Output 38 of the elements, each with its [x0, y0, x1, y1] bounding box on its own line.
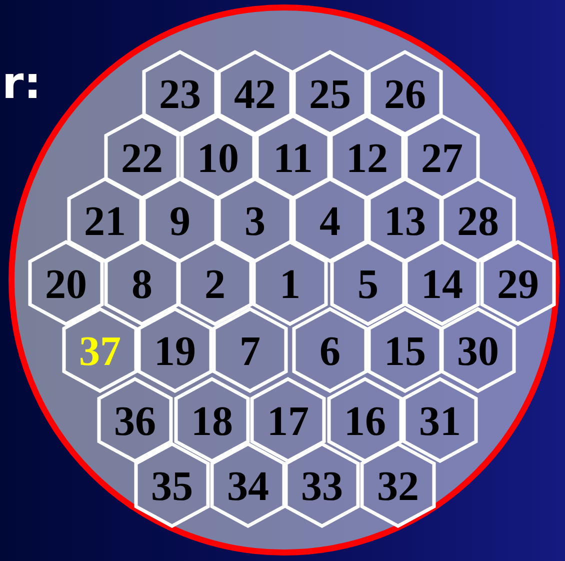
cell-number: 4 — [320, 201, 340, 243]
cell-number: 3 — [244, 201, 266, 243]
cell-number: 21 — [84, 201, 126, 243]
cell-number: 29 — [497, 264, 539, 306]
cell-number: 17 — [267, 401, 309, 443]
cell-number: 22 — [121, 138, 163, 180]
cell-number: 42 — [234, 74, 276, 116]
cell-number: 18 — [191, 401, 233, 443]
cell-number: 10 — [197, 138, 239, 180]
cell-number: 2 — [204, 264, 226, 306]
cell-number: 12 — [346, 138, 388, 180]
cell-number: 33 — [301, 466, 343, 508]
cell-number: 11 — [273, 138, 313, 180]
cell-number: 31 — [419, 401, 461, 443]
cell-number: 26 — [384, 74, 426, 116]
cell-number: 7 — [240, 331, 260, 373]
cell-number: 14 — [421, 264, 463, 306]
cell-number: 30 — [457, 331, 499, 373]
cell-number: 6 — [320, 331, 340, 373]
cell-number: 36 — [114, 401, 156, 443]
cell-number: 27 — [421, 138, 463, 180]
cell-number: 23 — [159, 74, 201, 116]
heading-text: r: — [2, 62, 42, 106]
cell-number: 16 — [344, 401, 386, 443]
cell-number: 1 — [280, 264, 300, 306]
cell-number: 32 — [377, 466, 419, 508]
cell-number: 37 — [79, 331, 121, 373]
cell-number: 15 — [384, 331, 426, 373]
cell-number: 5 — [358, 264, 378, 306]
cell-number: 19 — [154, 331, 196, 373]
cell-number: 35 — [151, 466, 193, 508]
cell-number: 13 — [384, 201, 426, 243]
cell-number: 9 — [170, 201, 190, 243]
cell-number: 20 — [45, 264, 87, 306]
cell-number: 8 — [132, 264, 152, 306]
cell-number: 25 — [309, 74, 351, 116]
cell-number: 34 — [227, 466, 269, 508]
cell-number: 28 — [457, 201, 499, 243]
